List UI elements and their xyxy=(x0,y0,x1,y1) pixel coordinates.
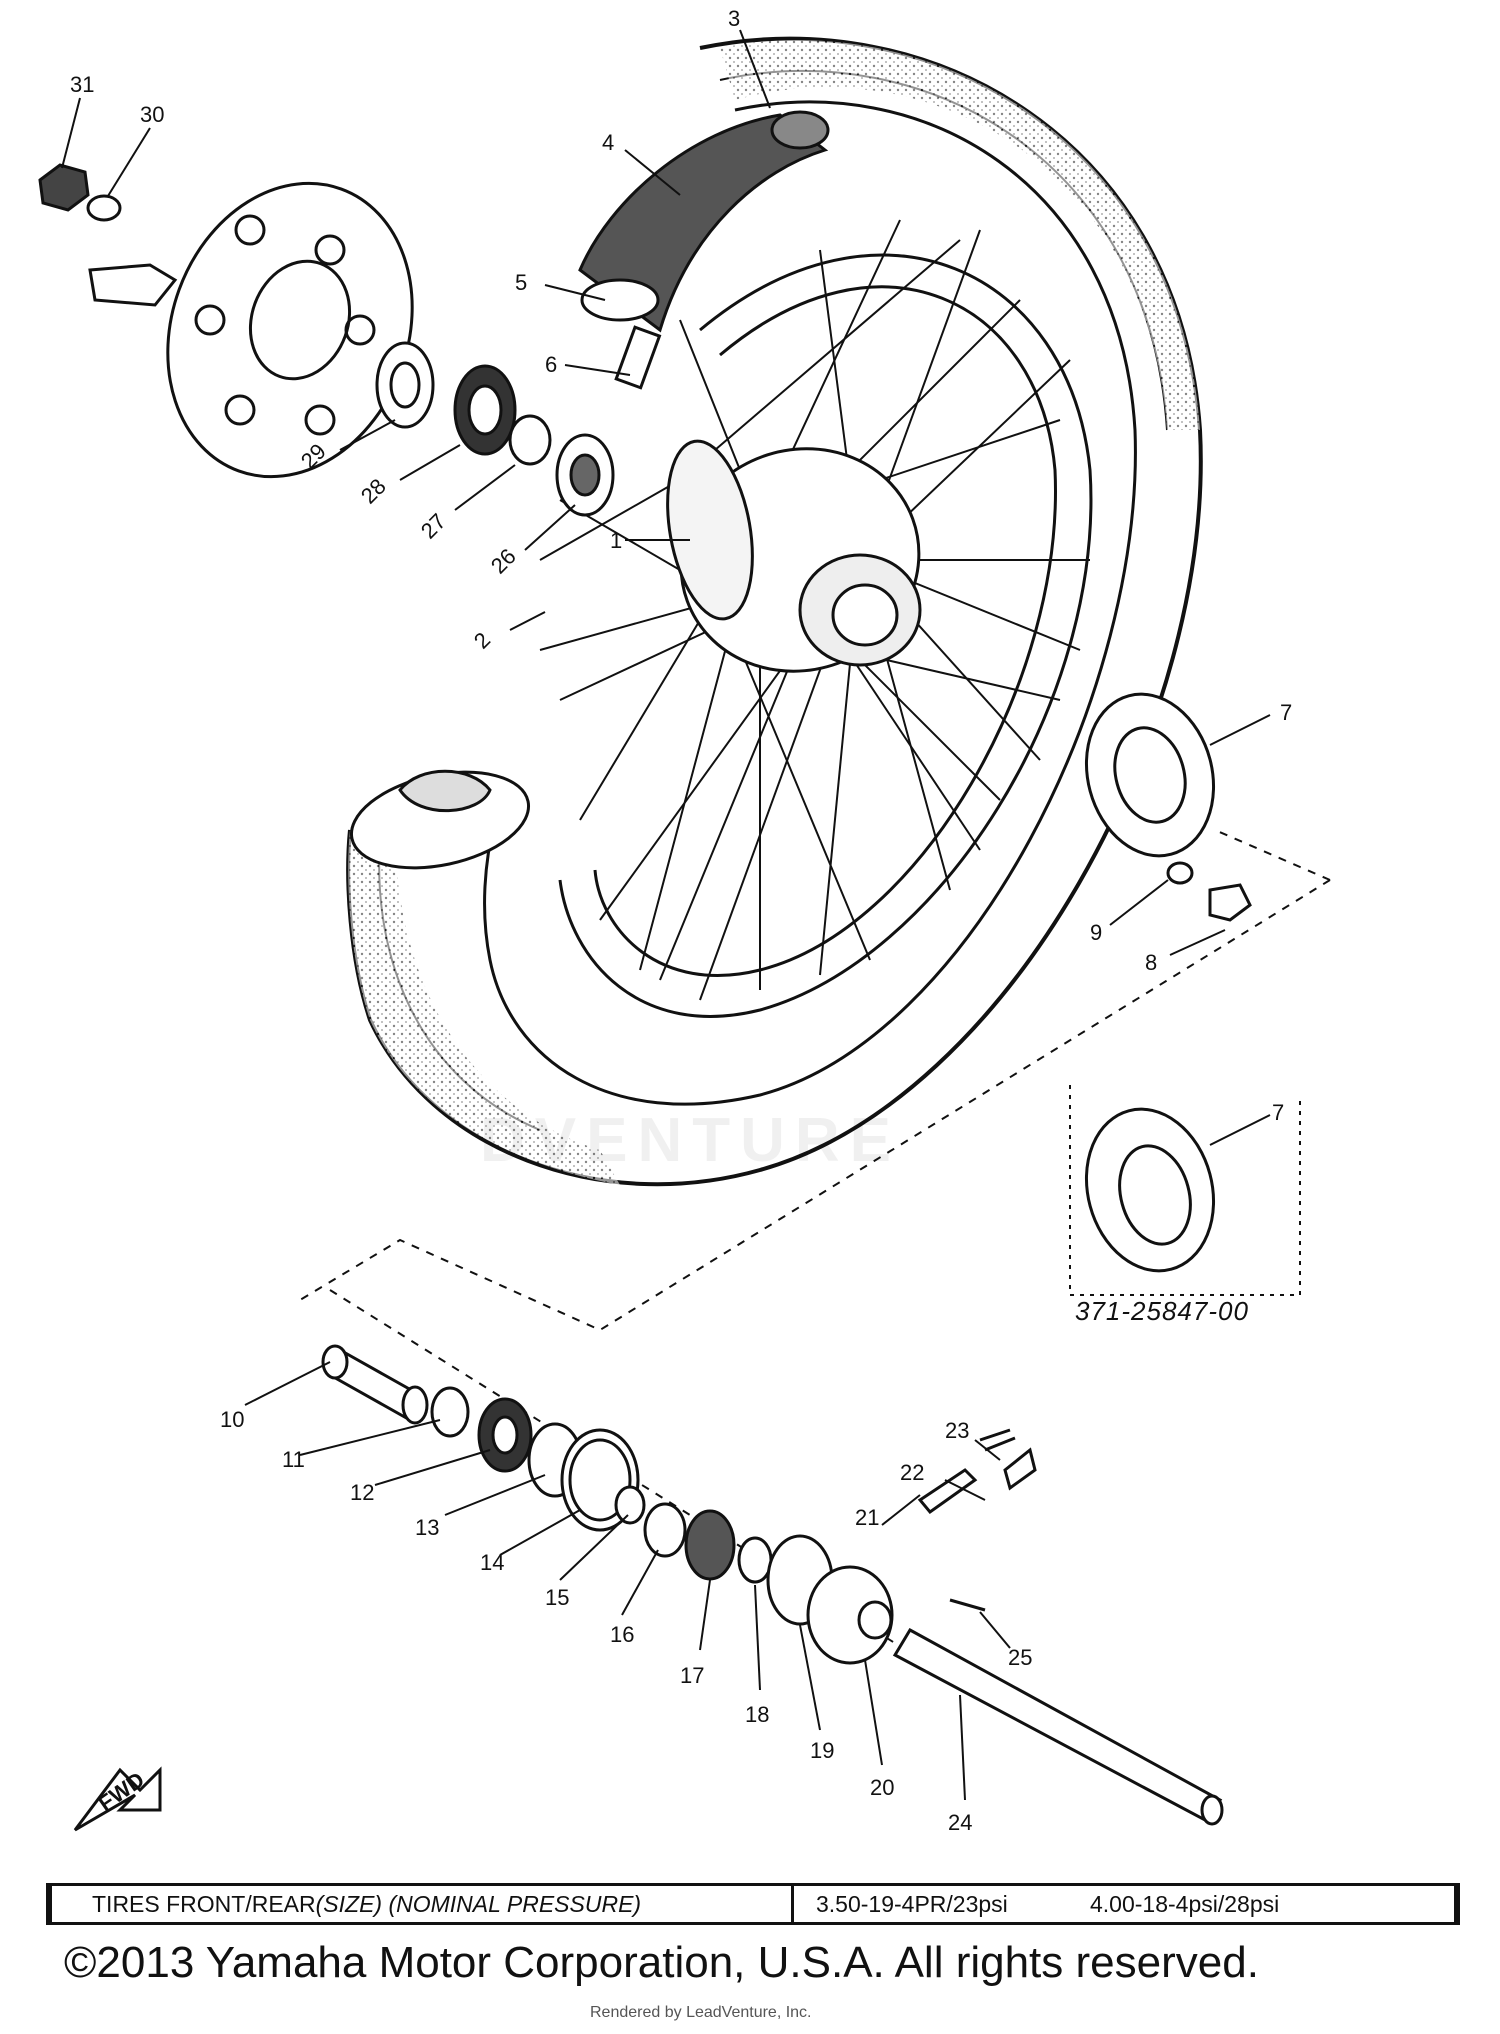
callout-18: 18 xyxy=(745,1702,769,1727)
tire-spec-rear: 4.00-18-4psi/28psi xyxy=(1090,1890,1280,1917)
callout-26: 26 xyxy=(486,544,521,579)
callout-7-detail: 7 xyxy=(1272,1100,1284,1125)
tire-spec-label: TIRES FRONT/REAR (SIZE) (NOMINAL PRESSUR… xyxy=(52,1886,794,1922)
callout-5: 5 xyxy=(515,270,527,295)
tire-spec-label-plain: TIRES FRONT/REAR xyxy=(92,1890,316,1917)
inner-tube xyxy=(578,110,830,390)
fwd-arrow-icon: FWD xyxy=(73,1766,162,1832)
axle-assembly xyxy=(321,1344,1224,1826)
callout-20: 20 xyxy=(870,1775,894,1800)
upper-seals-bearings xyxy=(375,341,615,517)
brake-disc xyxy=(166,181,414,479)
callout-11: 11 xyxy=(282,1447,305,1472)
tire-spec-front: 3.50-19-4PR/23psi xyxy=(816,1890,1008,1917)
tire-cut-end xyxy=(349,769,531,870)
callout-16: 16 xyxy=(610,1622,634,1647)
callout-2: 2 xyxy=(469,627,495,653)
callout-23: 23 xyxy=(945,1418,969,1443)
callout-3: 3 xyxy=(728,6,740,31)
tire-tread-left xyxy=(348,830,620,1185)
callout-13: 13 xyxy=(415,1515,439,1540)
callout-6: 6 xyxy=(545,352,557,377)
callout-1: 1 xyxy=(610,528,622,553)
callout-19: 19 xyxy=(810,1738,834,1763)
leader-lines xyxy=(61,29,1271,1801)
watermark: DVENTURE xyxy=(480,1106,902,1175)
callout-12: 12 xyxy=(350,1480,374,1505)
callout-4: 4 xyxy=(602,130,614,155)
tire-tread-top xyxy=(720,40,1200,430)
rendered-by-notice: Rendered by LeadVenture, Inc. xyxy=(590,2004,812,2021)
gear-plate-detail xyxy=(1069,1085,1301,1296)
callout-24: 24 xyxy=(948,1810,972,1835)
tire-spec-table: TIRES FRONT/REAR (SIZE) (NOMINAL PRESSUR… xyxy=(46,1883,1460,1925)
callout-15: 15 xyxy=(545,1585,569,1610)
callout-7: 7 xyxy=(1280,700,1292,725)
callout-25: 25 xyxy=(1008,1645,1032,1670)
tire-spec-label-italic: (SIZE) (NOMINAL PRESSURE) xyxy=(315,1890,642,1917)
callout-17: 17 xyxy=(680,1663,704,1688)
callout-21: 21 xyxy=(855,1505,879,1530)
callout-14: 14 xyxy=(480,1550,504,1575)
callout-10: 10 xyxy=(220,1407,244,1432)
callout-22: 22 xyxy=(900,1460,924,1485)
callout-31: 31 xyxy=(70,72,94,97)
nut-washer-bolt xyxy=(38,163,178,307)
callout-28: 28 xyxy=(356,474,391,509)
hub xyxy=(666,439,922,673)
callout-27: 27 xyxy=(416,509,451,544)
gear-plate xyxy=(1084,692,1252,922)
callout-9: 9 xyxy=(1090,920,1102,945)
part-number-label: 371-25847-00 xyxy=(1075,1296,1249,1326)
callout-30: 30 xyxy=(140,102,164,127)
copyright-notice: ©2013 Yamaha Motor Corporation, U.S.A. A… xyxy=(64,1938,1259,1987)
callout-8: 8 xyxy=(1145,950,1157,975)
